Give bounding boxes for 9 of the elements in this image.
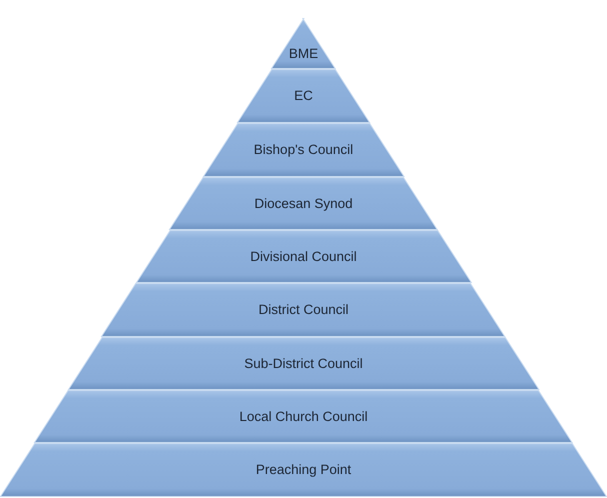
tier-label: BME [288, 46, 320, 61]
tier-label: Bishop's Council [252, 142, 354, 157]
tier-label: District Council [257, 302, 350, 317]
tier-label: Preaching Point [254, 462, 352, 477]
tier-label: Local Church Council [238, 408, 369, 424]
tier-label: Divisional Council [249, 248, 358, 264]
tier-label: Sub-District Council [243, 356, 364, 370]
tier-label: Diocesan Synod [253, 196, 354, 210]
tier-label: EC [293, 88, 314, 103]
